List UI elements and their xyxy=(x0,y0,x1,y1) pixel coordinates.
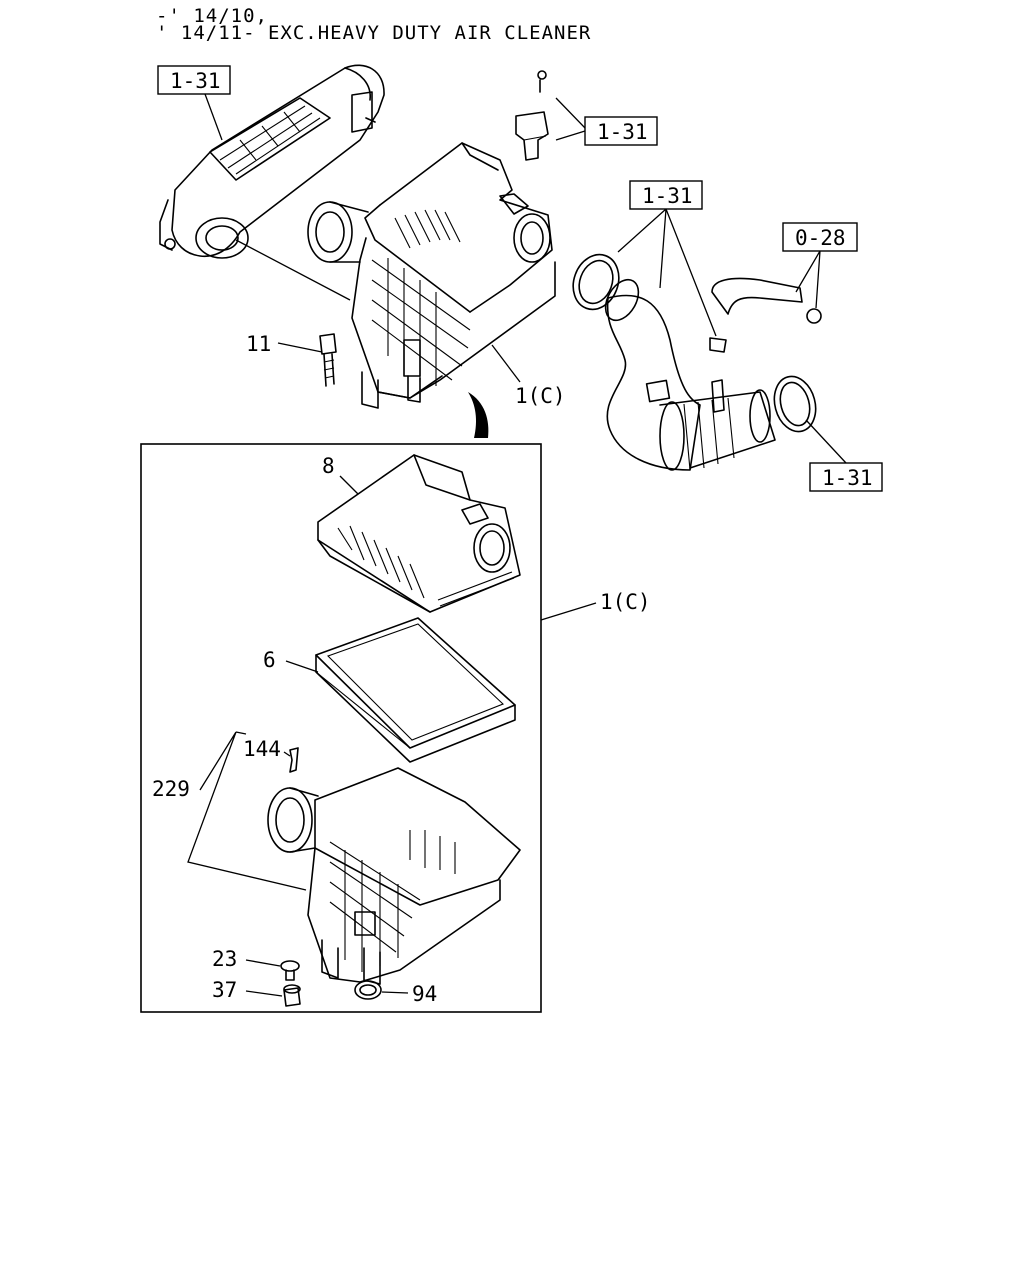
svg-text:1-31: 1-31 xyxy=(822,466,873,490)
air-cleaner-cover-drawing xyxy=(317,454,521,613)
bolt-11-drawing xyxy=(319,333,337,387)
leader-line xyxy=(283,751,291,757)
leader-line xyxy=(540,602,597,621)
leader-line xyxy=(555,97,586,141)
part-label-8: 8 xyxy=(322,454,335,478)
svg-text:1-31: 1-31 xyxy=(597,120,648,144)
svg-text:1-31: 1-31 xyxy=(642,184,693,208)
seal-94-drawing xyxy=(354,980,382,1000)
arrow-icon xyxy=(468,392,489,438)
part-label-229: 229 xyxy=(152,777,190,801)
intake-hose-drawing xyxy=(572,253,822,471)
leader-line xyxy=(277,342,323,353)
clip-drawing xyxy=(289,747,299,773)
leader-line xyxy=(235,731,247,735)
part-label-6: 6 xyxy=(263,648,276,672)
leader-line xyxy=(245,959,281,967)
leader-line xyxy=(245,990,283,997)
ref-box-0-28: 0-28 xyxy=(782,222,858,252)
sensor-drawing xyxy=(515,70,549,161)
part-label-37: 37 xyxy=(212,978,237,1002)
part-label-23: 23 xyxy=(212,947,237,971)
diagram-header-line-1: -' 14/10, xyxy=(156,5,268,27)
leader-line xyxy=(339,475,359,495)
leader-line xyxy=(381,991,409,994)
svg-text:1-31: 1-31 xyxy=(170,69,221,93)
leader-line xyxy=(795,250,821,309)
air-cleaner-assembly-drawing xyxy=(307,142,556,409)
filter-element-drawing xyxy=(315,617,516,763)
ref-box-1-31-b: 1-31 xyxy=(584,116,658,146)
ref-box-1-31-a: 1-31 xyxy=(157,65,231,95)
part-label-11: 11 xyxy=(246,332,271,356)
svg-text:0-28: 0-28 xyxy=(795,226,846,250)
part-label-144: 144 xyxy=(243,737,281,761)
leader-line xyxy=(805,419,847,464)
intake-duct-drawing xyxy=(159,64,385,259)
leader-line xyxy=(491,344,521,383)
leader-line xyxy=(235,239,351,301)
air-cleaner-lower-case-drawing xyxy=(267,767,521,985)
leader-line xyxy=(187,731,307,891)
diagram-header-line-2: ' 14/11- EXC.HEAVY DUTY AIR CLEANER xyxy=(156,22,592,44)
leader-line xyxy=(617,208,717,337)
grommet-37-drawing xyxy=(283,984,301,1007)
leader-line xyxy=(285,660,319,673)
ref-box-1-31-d: 1-31 xyxy=(809,462,883,492)
part-label-1c-top: 1(C) xyxy=(515,384,566,408)
plug-23-drawing xyxy=(280,960,300,981)
leader-line xyxy=(204,93,223,141)
part-label-94: 94 xyxy=(412,982,437,1006)
part-label-1c-box: 1(C) xyxy=(600,590,651,614)
ref-box-1-31-c: 1-31 xyxy=(629,180,703,210)
exploded-view-frame xyxy=(140,443,542,1013)
